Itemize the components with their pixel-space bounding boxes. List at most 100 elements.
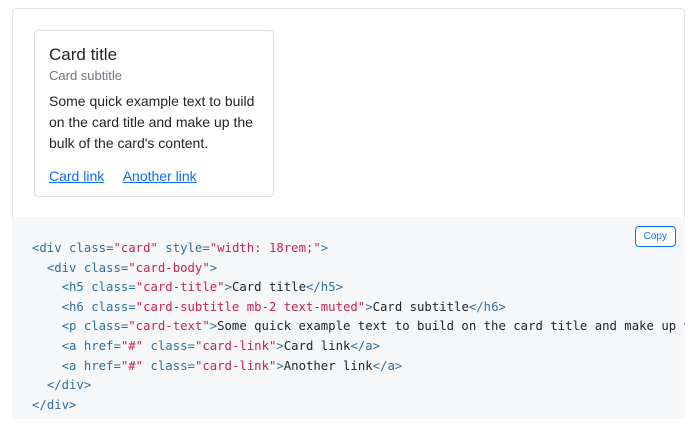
code-token: "card-link" bbox=[194, 338, 277, 353]
code-token: "card-link" bbox=[194, 358, 277, 373]
card-link[interactable]: Card link bbox=[49, 168, 105, 184]
code-token bbox=[32, 261, 47, 275]
code-token: class bbox=[83, 319, 121, 334]
code-token: = bbox=[187, 338, 195, 353]
card-body: Card title Card subtitle Some quick exam… bbox=[35, 31, 273, 200]
code-token: h6 bbox=[69, 299, 84, 314]
code-token: < bbox=[61, 358, 70, 373]
code-token: h6 bbox=[483, 299, 499, 314]
code-token: = bbox=[106, 241, 114, 255]
code-token: h5 bbox=[320, 280, 336, 295]
code-token: class bbox=[91, 299, 129, 314]
code-token bbox=[32, 300, 62, 314]
card-title: Card title bbox=[49, 45, 118, 64]
code-token: > bbox=[209, 319, 218, 334]
code-content: <div class="card" style="width: 18rem;">… bbox=[32, 239, 685, 415]
code-token bbox=[62, 241, 69, 255]
code-token bbox=[76, 261, 83, 275]
card-links: Card link Another link bbox=[49, 166, 259, 186]
code-line: <a href="#" class="card-link">Card link<… bbox=[32, 337, 685, 357]
code-token: > bbox=[394, 358, 403, 373]
code-token: class bbox=[69, 241, 107, 255]
code-token: < bbox=[46, 260, 55, 275]
code-token: = bbox=[187, 358, 195, 373]
code-token: div bbox=[61, 378, 84, 393]
card-text: Some quick example text to build on the … bbox=[49, 93, 255, 151]
code-token: < bbox=[61, 319, 70, 334]
code-block: Copy <div class="card" style="width: 18r… bbox=[12, 217, 685, 419]
card: Card title Card subtitle Some quick exam… bbox=[34, 30, 274, 197]
code-token: class bbox=[150, 338, 188, 353]
code-token: href bbox=[83, 358, 114, 373]
code-token bbox=[32, 319, 62, 333]
code-token: > bbox=[372, 338, 381, 353]
code-token: </ bbox=[350, 338, 366, 353]
code-token: Some quick example text to build on the … bbox=[217, 319, 685, 334]
code-token: "card-text" bbox=[128, 319, 210, 334]
code-token: = bbox=[120, 319, 129, 334]
code-token bbox=[76, 359, 83, 373]
code-token: > bbox=[320, 241, 329, 255]
code-token: > bbox=[498, 299, 506, 314]
code-token: h5 bbox=[69, 280, 84, 295]
code-token: class bbox=[150, 358, 188, 373]
code-token: > bbox=[335, 280, 344, 295]
code-token: class bbox=[83, 260, 121, 275]
code-token bbox=[76, 339, 83, 353]
code-token: a bbox=[69, 338, 77, 353]
code-token: = bbox=[128, 299, 136, 314]
code-token: < bbox=[61, 299, 70, 314]
code-token: </ bbox=[305, 280, 321, 295]
code-listing: <div class="card" style="width: 18rem;">… bbox=[32, 239, 685, 415]
code-token: < bbox=[61, 338, 70, 353]
code-token: Card subtitle bbox=[372, 299, 469, 314]
code-token bbox=[143, 339, 150, 353]
code-token: "width: 18rem;" bbox=[209, 241, 321, 255]
code-token: </ bbox=[32, 397, 47, 412]
code-token: > bbox=[224, 280, 232, 295]
code-token: > bbox=[209, 260, 218, 275]
code-token: > bbox=[69, 397, 77, 412]
code-token: > bbox=[365, 299, 373, 314]
example-preview: Card title Card subtitle Some quick exam… bbox=[12, 8, 685, 217]
code-token: = bbox=[113, 338, 121, 353]
card-subtitle: Card subtitle bbox=[49, 68, 122, 83]
code-line: <div class="card" style="width: 18rem;"> bbox=[32, 239, 685, 259]
code-token: class bbox=[91, 280, 129, 295]
code-token bbox=[143, 359, 150, 373]
code-token: "#" bbox=[120, 338, 144, 353]
code-token bbox=[76, 319, 83, 333]
code-token: = bbox=[113, 358, 121, 373]
code-token bbox=[32, 339, 62, 353]
code-line: <h6 class="card-subtitle mb-2 text-muted… bbox=[32, 298, 685, 318]
code-token bbox=[32, 280, 62, 294]
code-token: > bbox=[83, 378, 92, 393]
code-token: div bbox=[39, 241, 62, 255]
code-line: </div> bbox=[32, 376, 685, 396]
code-token: div bbox=[54, 260, 77, 275]
code-line: <a href="#" class="card-link">Another li… bbox=[32, 357, 685, 377]
code-token: < bbox=[61, 280, 70, 295]
code-token: </ bbox=[372, 358, 388, 373]
code-token: div bbox=[46, 397, 70, 412]
code-token: "card-body" bbox=[128, 260, 210, 275]
code-line: <div class="card-body"> bbox=[32, 259, 685, 279]
code-line: </div> bbox=[32, 396, 685, 416]
code-token: Another link bbox=[283, 358, 373, 373]
code-line: <h5 class="card-title">Card title</h5> bbox=[32, 278, 685, 298]
code-token: a bbox=[365, 338, 373, 353]
code-token: style bbox=[165, 241, 203, 255]
code-token bbox=[32, 378, 47, 392]
code-token: Card title bbox=[231, 280, 306, 295]
code-token bbox=[32, 359, 62, 373]
copy-button[interactable]: Copy bbox=[634, 226, 676, 247]
another-link[interactable]: Another link bbox=[122, 168, 197, 184]
code-token: "card" bbox=[113, 241, 158, 255]
code-token: > bbox=[276, 338, 284, 353]
code-token: = bbox=[128, 280, 136, 295]
code-token: > bbox=[276, 358, 284, 373]
code-token: </ bbox=[46, 378, 62, 393]
code-token: href bbox=[83, 338, 114, 353]
code-token: "card-subtitle mb-2 text-muted" bbox=[135, 299, 366, 314]
